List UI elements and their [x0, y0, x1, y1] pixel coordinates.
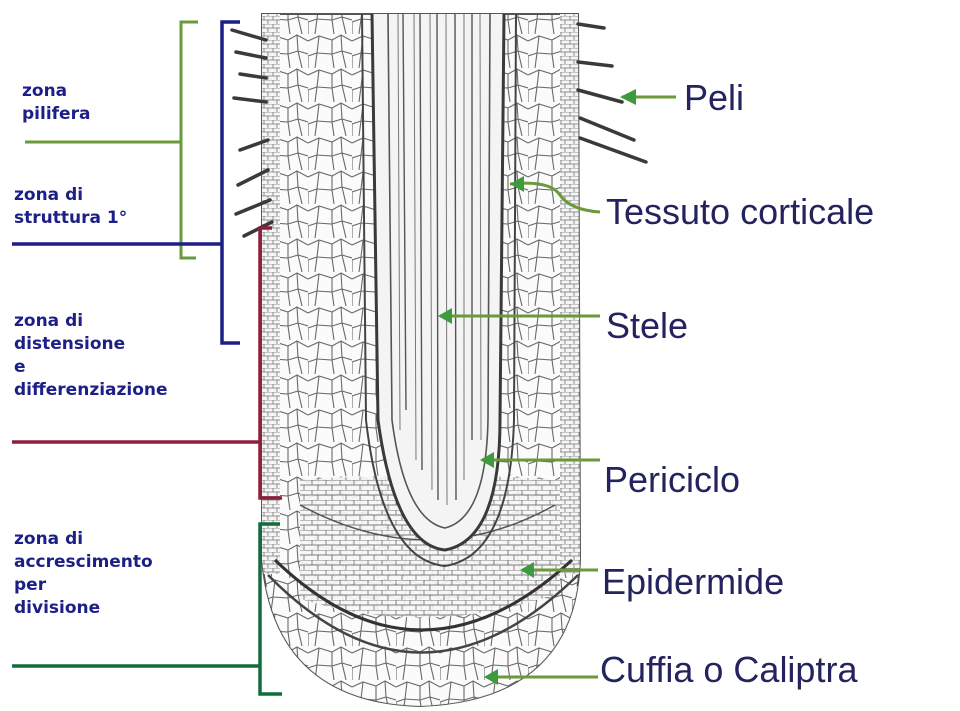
zone-label-line: divisione	[14, 597, 153, 620]
label-tessuto-corticale: Tessuto corticale	[606, 192, 874, 232]
zone-label-struttura: zona di struttura 1°	[14, 184, 127, 230]
zone-label-line: zona di	[14, 528, 153, 551]
zone-label-line: e	[14, 356, 168, 379]
zone-label-line: zona di	[14, 184, 127, 207]
bracket-zona-struttura	[12, 22, 240, 343]
zone-label-line: per	[14, 574, 153, 597]
label-peli: Peli	[684, 78, 744, 118]
zone-label-line: struttura 1°	[14, 207, 127, 230]
label-periciclo: Periciclo	[604, 460, 740, 500]
zone-label-line: accrescimento	[14, 551, 153, 574]
label-stele: Stele	[606, 306, 688, 346]
zone-label-line: zona di	[14, 310, 168, 333]
zone-label-pilifera: zona pilifera	[22, 80, 90, 126]
zone-label-accrescimento: zona di accrescimento per divisione	[14, 528, 153, 620]
zone-label-line: differenziazione	[14, 379, 168, 402]
zone-label-line: pilifera	[22, 103, 90, 126]
label-cuffia-o-caliptra: Cuffia o Caliptra	[600, 650, 857, 690]
root-body	[232, 14, 646, 711]
zone-label-line: zona	[22, 80, 90, 103]
label-epidermide: Epidermide	[602, 562, 784, 602]
zone-label-distensione: zona di distensione e differenziazione	[14, 310, 168, 402]
zone-label-line: distensione	[14, 333, 168, 356]
